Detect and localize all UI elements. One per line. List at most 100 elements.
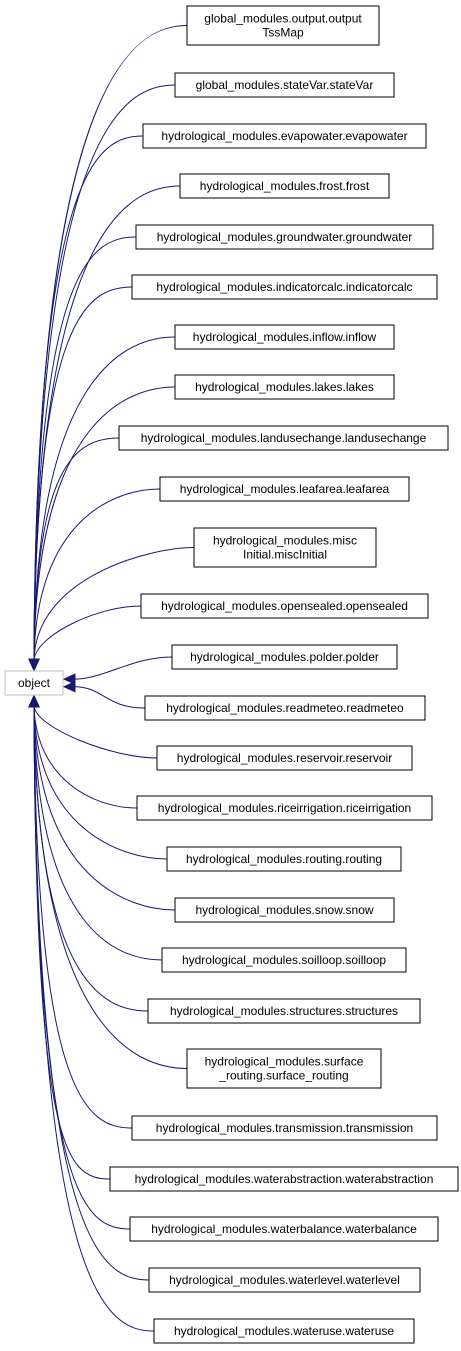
root-node-label: object bbox=[18, 676, 51, 690]
class-node-label: hydrological_modules.lakes.lakes bbox=[195, 380, 374, 394]
class-node[interactable]: hydrological_modules.indicatorcalc.indic… bbox=[131, 274, 438, 300]
root-node-object[interactable]: object bbox=[4, 670, 64, 696]
class-node-label: hydrological_modules.waterabstraction.wa… bbox=[135, 1172, 434, 1186]
class-node-label: hydrological_modules.misc bbox=[213, 534, 357, 548]
class-node-label: TssMap bbox=[262, 26, 304, 40]
class-node-label: hydrological_modules.inflow.inflow bbox=[193, 330, 377, 344]
class-node-label: global_modules.stateVar.stateVar bbox=[196, 78, 374, 92]
class-node[interactable]: hydrological_modules.waterlevel.waterlev… bbox=[148, 1267, 421, 1293]
inheritance-edge bbox=[33, 705, 168, 860]
inheritance-arrowhead bbox=[62, 680, 76, 693]
class-node-box bbox=[140, 593, 429, 619]
class-node-box bbox=[174, 72, 395, 98]
inheritance-edge bbox=[33, 135, 144, 661]
inheritance-edge bbox=[33, 336, 176, 661]
inheritance-edge bbox=[33, 705, 158, 759]
class-node-box bbox=[153, 1318, 415, 1344]
class-node-label: hydrological_modules.routing.routing bbox=[186, 852, 382, 866]
inheritance-edge bbox=[33, 488, 161, 661]
class-node-box bbox=[156, 745, 413, 771]
class-node-box bbox=[129, 1216, 439, 1242]
class-node-label: hydrological_modules.readmeteo.readmeteo bbox=[166, 701, 404, 715]
inheritance-arrowhead bbox=[28, 658, 40, 672]
class-node-label: hydrological_modules.groundwater.groundw… bbox=[157, 230, 413, 244]
class-node[interactable]: hydrological_modules.readmeteo.readmeteo bbox=[144, 695, 426, 721]
class-node-label: hydrological_modules.reservoir.reservoir bbox=[177, 751, 392, 765]
class-node[interactable]: hydrological_modules.waterabstraction.wa… bbox=[109, 1166, 459, 1192]
class-node-box bbox=[148, 1267, 421, 1293]
class-node-label: global_modules.output.output bbox=[204, 12, 362, 26]
class-node-box bbox=[174, 324, 395, 350]
inheritance-arrowheads bbox=[28, 658, 76, 708]
class-node-label: hydrological_modules.riceirrigation.rice… bbox=[158, 801, 411, 815]
class-node-label: hydrological_modules.leafarea.leafarea bbox=[180, 482, 390, 496]
class-node[interactable]: hydrological_modules.evapowater.evapowat… bbox=[142, 123, 427, 149]
class-node[interactable]: hydrological_modules.routing.routing bbox=[166, 846, 402, 872]
class-node-label: hydrological_modules.transmission.transm… bbox=[156, 1121, 413, 1135]
inheritance-edge bbox=[33, 286, 133, 661]
inheritance-edge bbox=[33, 705, 149, 1012]
class-node[interactable]: hydrological_modules.leafarea.leafarea bbox=[159, 476, 410, 502]
class-node[interactable]: hydrological_modules.soilloop.soilloop bbox=[161, 947, 407, 973]
class-node-box bbox=[186, 5, 380, 46]
class-node[interactable]: hydrological_modules.groundwater.groundw… bbox=[135, 224, 434, 250]
class-node-box bbox=[193, 527, 377, 568]
inheritance-edge bbox=[33, 705, 176, 911]
class-node[interactable]: global_modules.stateVar.stateVar bbox=[174, 72, 395, 98]
class-node[interactable]: hydrological_modules.snow.snow bbox=[174, 897, 395, 923]
class-node-label: hydrological_modules.polder.polder bbox=[190, 650, 379, 664]
class-node-box bbox=[166, 846, 402, 872]
class-node[interactable]: hydrological_modules.opensealed.openseal… bbox=[140, 593, 429, 619]
class-node[interactable]: hydrological_modules.structures.structur… bbox=[147, 998, 421, 1024]
inheritance-edge bbox=[33, 705, 138, 809]
class-node-box bbox=[136, 795, 433, 821]
class-node-label: hydrological_modules.structures.structur… bbox=[170, 1004, 398, 1018]
inheritance-edge bbox=[33, 705, 133, 1129]
class-node[interactable]: hydrological_modules.miscInitial.miscIni… bbox=[193, 527, 377, 568]
inheritance-edge bbox=[73, 686, 146, 709]
class-node[interactable]: hydrological_modules.inflow.inflow bbox=[174, 324, 395, 350]
class-node-label: hydrological_modules.opensealed.openseal… bbox=[161, 599, 408, 613]
class-node-box bbox=[142, 123, 427, 149]
inheritance-edge bbox=[33, 547, 195, 661]
inheritance-arrowhead bbox=[28, 694, 40, 708]
inheritance-edge bbox=[33, 705, 131, 1230]
inheritance-edge bbox=[33, 185, 181, 661]
class-node-label: hydrological_modules.frost.frost bbox=[200, 179, 370, 193]
class-node[interactable]: hydrological_modules.frost.frost bbox=[179, 173, 390, 199]
class-node[interactable]: hydrological_modules.polder.polder bbox=[171, 644, 398, 670]
class-node-label: hydrological_modules.snow.snow bbox=[195, 903, 373, 917]
class-node-box bbox=[118, 425, 449, 451]
class-node-label: _routing.surface_routing bbox=[218, 1069, 348, 1083]
class-node-box bbox=[109, 1166, 459, 1192]
inheritance-edge bbox=[33, 437, 120, 661]
class-node[interactable]: hydrological_modules.reservoir.reservoir bbox=[156, 745, 413, 771]
class-node-box bbox=[179, 173, 390, 199]
inheritance-edge bbox=[33, 705, 150, 1281]
class-node[interactable]: hydrological_modules.riceirrigation.rice… bbox=[136, 795, 433, 821]
class-node[interactable]: hydrological_modules.transmission.transm… bbox=[131, 1115, 438, 1141]
class-node-label: Initial.miscInitial bbox=[243, 548, 327, 562]
inheritance-edge bbox=[33, 25, 188, 661]
class-node-box bbox=[186, 1048, 382, 1089]
inheritance-edge bbox=[33, 705, 163, 961]
root-node-box bbox=[4, 670, 64, 696]
class-node-box bbox=[171, 644, 398, 670]
class-node-label: hydrological_modules.surface bbox=[205, 1055, 364, 1069]
class-node[interactable]: hydrological_modules.wateruse.wateruse bbox=[153, 1318, 415, 1344]
class-node-label: hydrological_modules.waterbalance.waterb… bbox=[151, 1222, 417, 1236]
class-node[interactable]: hydrological_modules.waterbalance.waterb… bbox=[129, 1216, 439, 1242]
inheritance-edge bbox=[33, 84, 176, 661]
inheritance-edge bbox=[33, 705, 111, 1180]
inheritance-edge bbox=[73, 656, 173, 680]
class-node[interactable]: hydrological_modules.lakes.lakes bbox=[174, 374, 395, 400]
class-node-label: hydrological_modules.landusechange.landu… bbox=[141, 431, 427, 445]
class-node-box bbox=[135, 224, 434, 250]
class-node[interactable]: hydrological_modules.surface_routing.sur… bbox=[186, 1048, 382, 1089]
class-node-label: hydrological_modules.indicatorcalc.indic… bbox=[156, 280, 412, 294]
class-node[interactable]: hydrological_modules.landusechange.landu… bbox=[118, 425, 449, 451]
inheritance-arrowhead bbox=[62, 673, 76, 685]
class-node-label: hydrological_modules.wateruse.wateruse bbox=[174, 1324, 394, 1338]
